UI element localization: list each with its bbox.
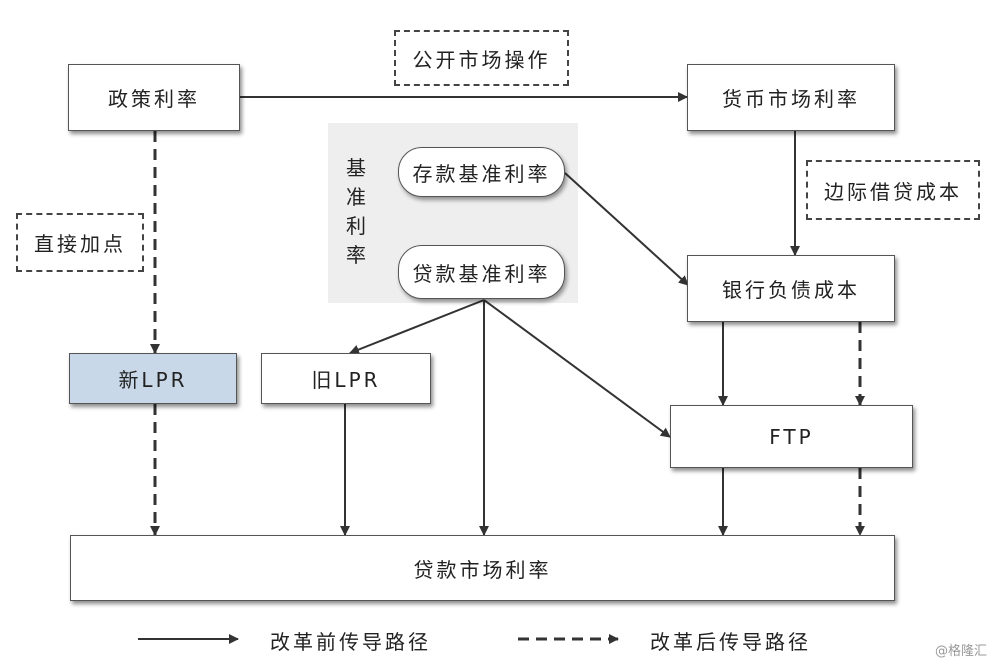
old-lpr-box: 旧LPR <box>261 353 431 404</box>
policy-rate-box: 政策利率 <box>68 64 240 131</box>
marginal-borrowing-cost-label: 边际借贷成本 <box>824 179 962 204</box>
old-lpr-label: 旧LPR <box>311 368 381 392</box>
deposit-benchmark-pill: 存款基准利率 <box>398 147 565 197</box>
money-market-rate-label: 货币市场利率 <box>722 87 860 111</box>
benchmark-rate-group-label: 基 准 利 率 <box>344 154 368 270</box>
bank-liability-cost-box: 银行负债成本 <box>687 255 895 322</box>
deposit-benchmark-label: 存款基准利率 <box>412 161 551 186</box>
direct-markup-box: 直接加点 <box>16 213 144 272</box>
open-market-ops-label: 公开市场操作 <box>412 47 551 72</box>
legend-before-reform-label: 改革前传导路径 <box>270 630 431 654</box>
bank-liability-cost-label: 银行负债成本 <box>722 278 860 302</box>
loan-benchmark-pill: 贷款基准利率 <box>398 245 565 299</box>
arrow-loan-benchmark-to-ftp <box>483 299 671 438</box>
legend-after-reform-label: 改革后传导路径 <box>650 630 811 654</box>
benchmark-char-1: 基 <box>346 156 366 180</box>
marginal-borrowing-cost-box: 边际借贷成本 <box>806 160 980 220</box>
loan-market-rate-label: 贷款市场利率 <box>413 557 552 582</box>
arrow-loan-benchmark-to-old-lpr <box>349 299 485 355</box>
money-market-rate-box: 货币市场利率 <box>687 64 895 131</box>
new-lpr-label: 新LPR <box>118 368 188 392</box>
loan-market-rate-box: 贷款市场利率 <box>70 535 895 601</box>
benchmark-char-3: 利 <box>346 214 366 238</box>
ftp-label: FTP <box>769 424 814 449</box>
policy-rate-label: 政策利率 <box>108 87 200 111</box>
loan-benchmark-label: 贷款基准利率 <box>412 261 551 286</box>
ftp-box: FTP <box>670 405 913 468</box>
direct-markup-label: 直接加点 <box>34 232 126 256</box>
open-market-ops-box: 公开市场操作 <box>394 30 569 86</box>
benchmark-char-2: 准 <box>346 185 366 209</box>
benchmark-char-4: 率 <box>346 243 366 267</box>
watermark: @格隆汇 <box>935 644 988 659</box>
arrow-deposit-to-liability <box>564 172 689 286</box>
new-lpr-box: 新LPR <box>69 353 237 404</box>
